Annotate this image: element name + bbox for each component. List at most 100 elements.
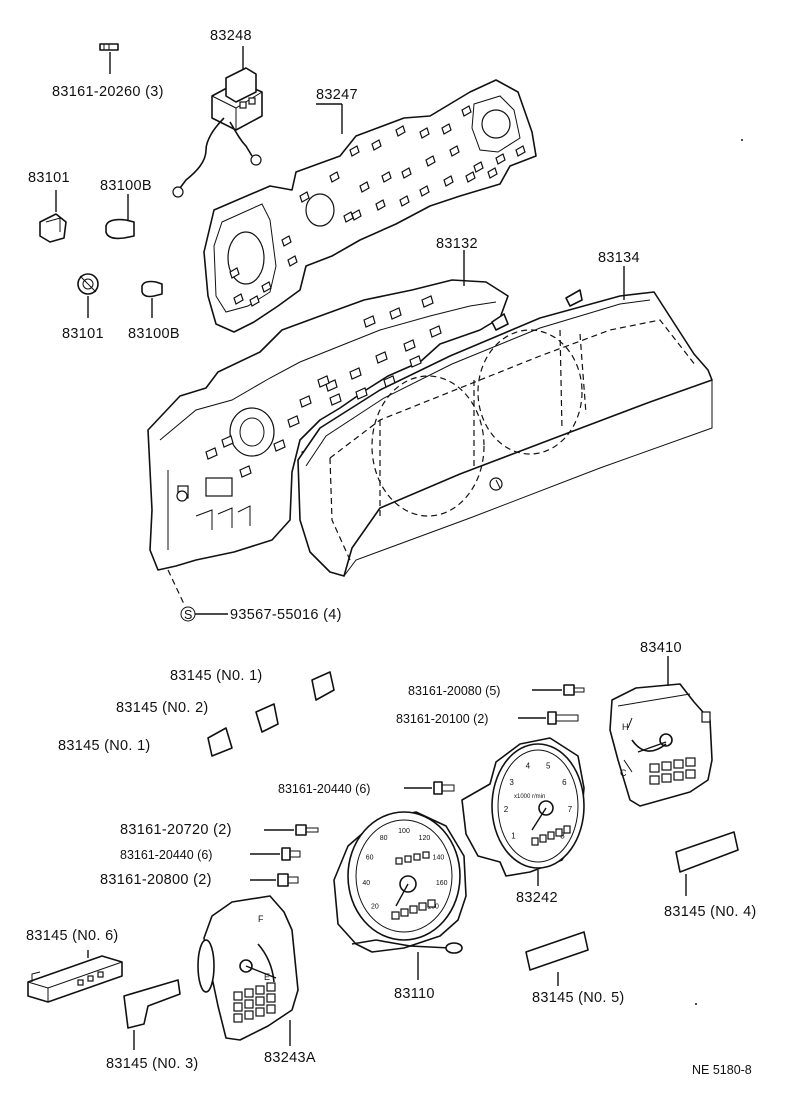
label-83145-no5: 83145 (N0. 5) [532,990,625,1006]
tacho-tick-label: 3 [509,778,514,787]
indicator-window [685,757,696,767]
case-slot [329,393,342,406]
screw-93567-55016 [167,569,228,622]
pcb-slot [419,127,430,139]
fuel-indicator-window [244,999,254,1009]
tacho-indicator-window [563,825,571,834]
fuel-indicator-window [233,1002,243,1012]
pcb-slot [441,123,452,135]
label-83145-no1-mid: 83145 (N0. 1) [58,738,151,754]
plate-83145-no5 [525,931,589,971]
tacho-tick-label: 1 [511,831,516,840]
label-93567-55016: 93567-55016 (4) [230,607,342,623]
speedo-tick-label: 20 [371,904,379,911]
case-slot [287,415,300,428]
pcb-slot [495,153,506,165]
case-slot [299,395,312,408]
speedo-indicator-window [391,911,400,920]
speedo-tick-label: 80 [380,835,388,842]
case-slot [273,439,286,452]
fuel-f-mark: F [258,914,264,924]
fuel-temp-gauge-83410: H C [609,683,713,807]
case-slot [317,375,330,388]
indicator-window [661,761,672,771]
indicator-window [685,769,696,779]
stray-dot [695,1003,697,1005]
label-83145-no4: 83145 (N0. 4) [664,904,757,920]
indicator-window [673,771,684,781]
fuel-indicator-window [233,991,243,1001]
indicator-window [649,763,660,773]
speedo-indicator-window [400,908,409,917]
label-83101-top: 83101 [28,170,70,186]
tacho-indicator-window [539,834,547,843]
label-83247: 83247 [316,87,358,103]
tacho-tick-label: 2 [504,805,509,814]
fuel-indicator-window [255,985,265,995]
pcb-slot [449,145,460,157]
case-slot [205,447,218,460]
fuel-indicator-window [266,982,276,992]
pcb-slot [473,161,484,173]
case-slot [239,465,252,478]
bulb-socket-83101-bottom [77,273,99,318]
screw-83161-20100 [518,711,579,725]
bulb-socket-83101-top [39,190,67,243]
pcb-slot [359,181,370,193]
bulb-83100b-bottom [141,280,163,318]
label-83161-20080: 83161-20080 (5) [408,684,500,698]
pcb-slot [349,145,360,157]
label-83161-20800: 83161-20800 (2) [100,872,212,888]
speedo-tick-label: 100 [398,828,410,835]
plate-83145-no1-mid [207,727,233,757]
plate-83145-no6 [27,955,123,1003]
tacho-tick-label: 7 [568,805,573,814]
pcb-slot [281,235,292,247]
label-83145-no3: 83145 (N0. 3) [106,1056,199,1072]
case-slot [363,315,376,328]
pcb-slot [233,293,244,305]
tacho-tick-label: 8 [560,831,565,840]
pcb-slot [401,167,412,179]
pcb-slot [261,281,272,293]
tacho-tick-label: 4 [526,761,531,770]
label-83132: 83132 [436,236,478,252]
pcb-slot [329,171,340,183]
indicator-window [661,773,672,783]
screw-83161-20260 [99,43,119,74]
indicator-window [673,759,684,769]
pcb-slot [443,175,454,187]
fuel-indicator-window [244,1010,254,1020]
pcb-slot [419,185,430,197]
pcb-slot [461,105,472,117]
fuel-indicator-window [266,1004,276,1014]
case-slot [409,355,422,368]
screw-symbol-s: S [184,608,192,622]
tacho-indicator-window [555,828,563,837]
screw-83161-20800 [250,873,299,887]
case-slot [349,367,362,380]
pcb-slot [343,211,354,223]
fuel-indicator-window [233,1013,243,1023]
screw-83161-20080 [532,684,585,696]
pcb-slot [381,171,392,183]
label-83145-no1-top: 83145 (N0. 1) [170,668,263,684]
printed-circuit-83247 [203,79,537,333]
fuel-indicator-window [244,988,254,998]
tacho-tick-label: 6 [562,778,567,787]
tacho-tick-label: 5 [546,761,551,770]
temp-h-mark: H [622,722,629,732]
odometer-digit-window [395,857,403,865]
label-83248: 83248 [210,28,252,44]
pcb-slot [425,155,436,167]
label-83100b-bottom: 83100B [128,326,180,342]
wire-harness-connector-83248 [172,67,263,198]
case-slot [355,387,368,400]
label-83110: 83110 [394,986,435,1002]
meter-glass-83134 [297,289,713,577]
screw-83161-20440-b [250,847,301,861]
plate-83145-no1-top [311,671,335,701]
pcb-slot [395,125,406,137]
case-slot [375,351,388,364]
odometer-digit-window [422,851,430,859]
